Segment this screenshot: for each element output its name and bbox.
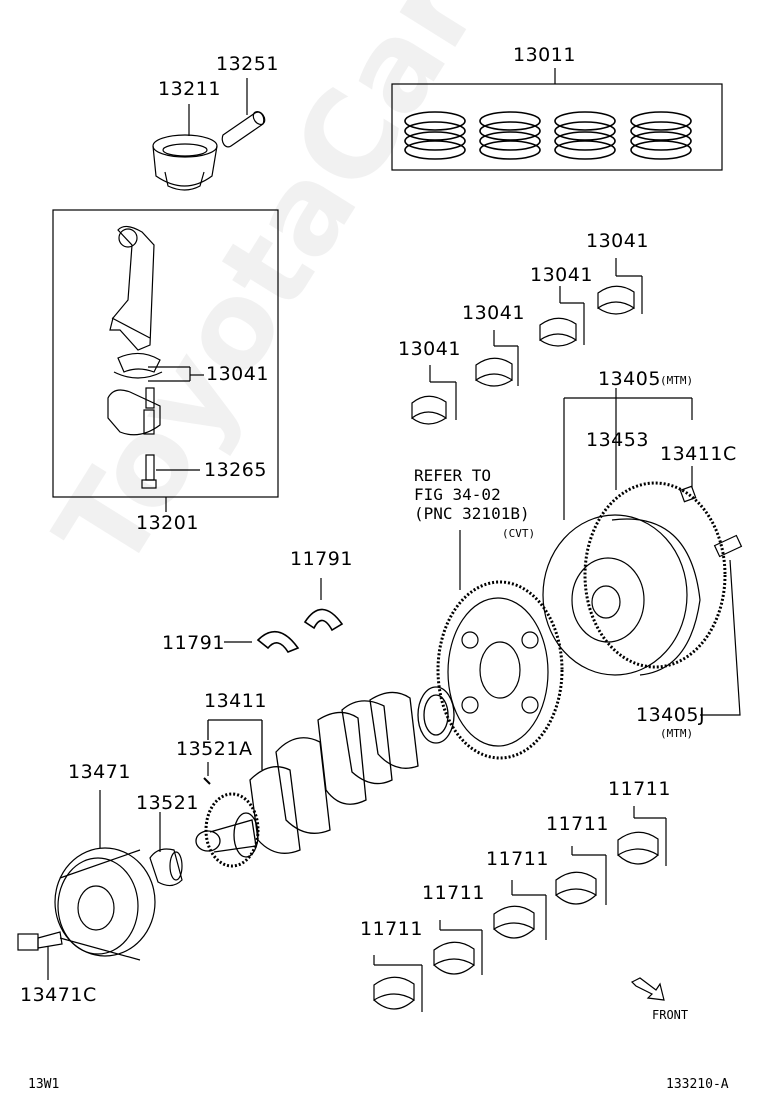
label-13011: 13011 [513, 44, 576, 66]
thrust-washers [224, 578, 344, 653]
note-mtm-13405J: (MTM) [660, 727, 694, 740]
label-13411C: 13411C [660, 443, 737, 465]
label-13041-rod: 13041 [206, 363, 269, 385]
label-11711-5: 11711 [608, 778, 671, 800]
label-13521A: 13521A [176, 738, 253, 760]
label-11711-1: 11711 [360, 918, 423, 940]
label-13041-d: 13041 [586, 230, 649, 252]
crank-sprocket [203, 762, 260, 868]
label-13251: 13251 [216, 53, 279, 75]
crank-spacer [149, 812, 183, 887]
label-11791-left: 11791 [162, 632, 225, 654]
label-11711-4: 11711 [546, 813, 609, 835]
label-13471: 13471 [68, 761, 131, 783]
label-13521: 13521 [136, 792, 199, 814]
footer-left-code: 13W1 [28, 1077, 60, 1092]
label-13411: 13411 [204, 690, 267, 712]
main-bearings [373, 806, 667, 1012]
note-mtm-13405: (MTM) [660, 374, 694, 387]
crank-pulley [54, 790, 156, 961]
footer-right-code: 133210-A [666, 1077, 729, 1092]
label-13453: 13453 [586, 429, 649, 451]
label-11711-2: 11711 [422, 882, 485, 904]
note-cvt: (CVT) [502, 527, 536, 540]
piston-pin [221, 78, 266, 148]
label-13211: 13211 [158, 78, 221, 100]
piston [152, 104, 218, 191]
rod-bearings [411, 258, 643, 425]
label-13041-a: 13041 [398, 338, 461, 360]
crankshaft [195, 686, 455, 858]
front-arrow-icon [630, 977, 665, 1001]
label-11711-3: 11711 [486, 848, 549, 870]
front-label: FRONT [652, 1008, 689, 1022]
label-11791-top: 11791 [290, 548, 353, 570]
label-13041-c: 13041 [530, 264, 593, 286]
connecting-rod-assembly [52, 209, 279, 512]
piston-ring-set [391, 68, 723, 171]
flywheel [542, 388, 743, 716]
label-13265: 13265 [204, 459, 267, 481]
drive-plate [436, 530, 564, 760]
refer-note: REFER TO FIG 34-02 (PNC 32101B) [414, 466, 530, 523]
label-13405J: 13405J [636, 704, 706, 726]
label-13201: 13201 [136, 512, 199, 534]
label-13041-b: 13041 [462, 302, 525, 324]
pulley-bolt [17, 931, 63, 980]
label-13405: 13405 [598, 368, 661, 390]
label-13471C: 13471C [20, 984, 97, 1006]
